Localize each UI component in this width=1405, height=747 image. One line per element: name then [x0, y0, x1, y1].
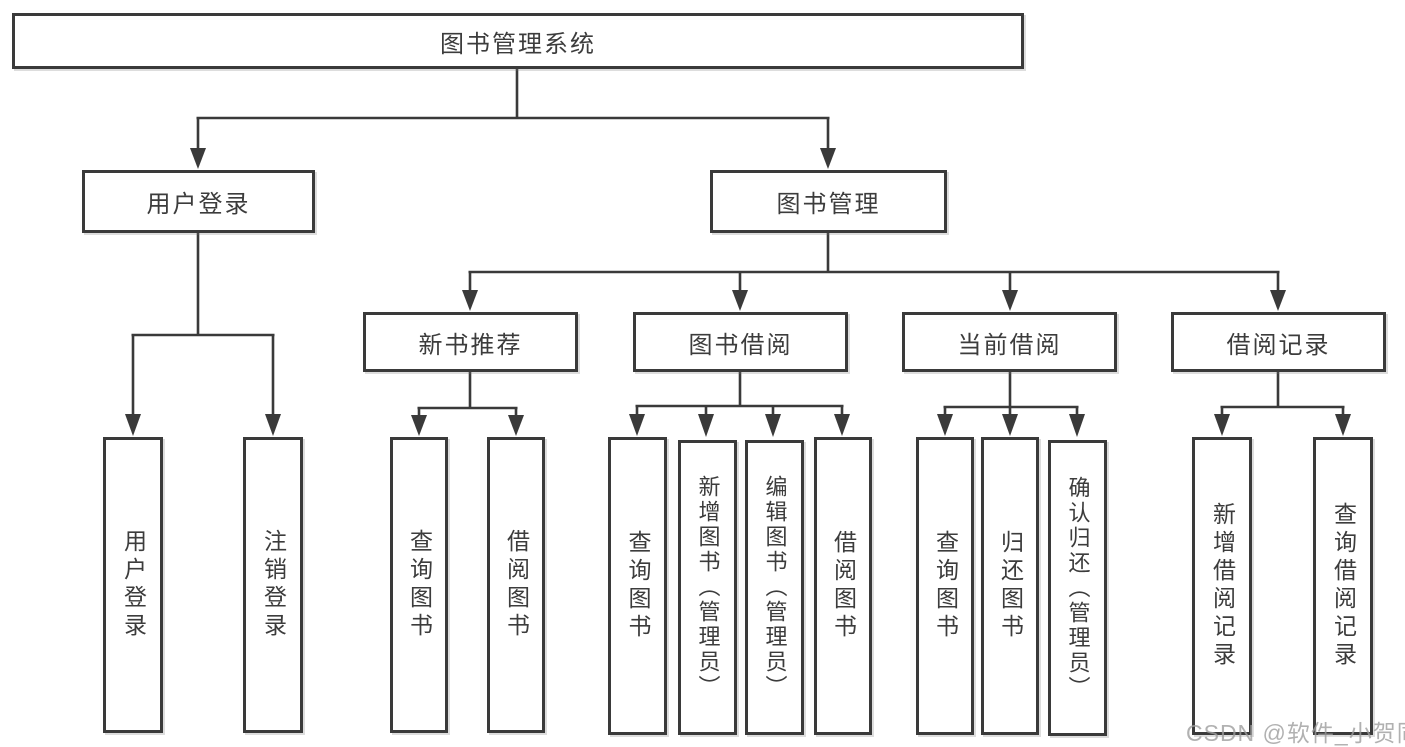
node-label: 图书管理系统: [440, 30, 596, 58]
node-label: 查询图书: [406, 529, 433, 641]
node-book-management: 图书管理: [710, 170, 947, 233]
node-new-book-recommend: 新书推荐: [363, 312, 578, 372]
leaf-user-login: 用户登录: [103, 437, 163, 733]
leaf-cb-return-book: 归还图书: [981, 437, 1039, 735]
node-label: 图书借阅: [688, 331, 793, 359]
node-label: 借阅图书: [503, 529, 530, 641]
leaf-cb-confirm-return: 确认归还（管理员）: [1048, 440, 1107, 736]
node-current-borrow: 当前借阅: [902, 312, 1117, 372]
node-label: 借阅记录: [1226, 331, 1331, 359]
node-label: 用户登录: [120, 529, 147, 641]
node-label: 查询借阅记录: [1330, 502, 1357, 670]
leaf-nbr-query-book: 查询图书: [390, 437, 448, 733]
node-label: 确认归还（管理员）: [1065, 475, 1091, 701]
node-label: 新书推荐: [418, 331, 523, 359]
leaf-br-query-record: 查询借阅记录: [1313, 437, 1373, 735]
leaf-bb-borrow-book: 借阅图书: [814, 437, 872, 735]
leaf-nbr-borrow-book: 借阅图书: [487, 437, 545, 733]
leaf-logout: 注销登录: [243, 437, 303, 733]
arrowheads: [125, 148, 1351, 437]
leaf-br-add-record: 新增借阅记录: [1192, 437, 1252, 735]
node-user-login: 用户登录: [82, 170, 315, 233]
node-label: 查询图书: [625, 530, 651, 642]
node-borrow-record: 借阅记录: [1171, 312, 1386, 372]
node-label: 归还图书: [997, 530, 1024, 642]
csdn-watermark: CSDN @软件_小贺同学: [1186, 720, 1405, 746]
node-label: 当前借阅: [957, 331, 1062, 359]
node-root: 图书管理系统: [12, 13, 1024, 69]
node-label: 图书管理: [776, 191, 881, 218]
leaf-bb-edit-book: 编辑图书（管理员）: [745, 440, 804, 735]
node-label: 注销登录: [260, 529, 287, 641]
node-label: 新增图书（管理员）: [695, 475, 721, 700]
node-book-borrow: 图书借阅: [633, 312, 848, 372]
leaf-cb-query-book: 查询图书: [916, 437, 974, 735]
node-label: 用户登录: [146, 191, 251, 218]
node-label: 借阅图书: [830, 530, 857, 642]
node-label: 编辑图书（管理员）: [762, 475, 788, 700]
node-label: 查询图书: [932, 530, 959, 642]
leaf-bb-query-book: 查询图书: [608, 437, 667, 735]
leaf-bb-add-book: 新增图书（管理员）: [678, 440, 737, 735]
node-label: 新增借阅记录: [1209, 502, 1236, 670]
